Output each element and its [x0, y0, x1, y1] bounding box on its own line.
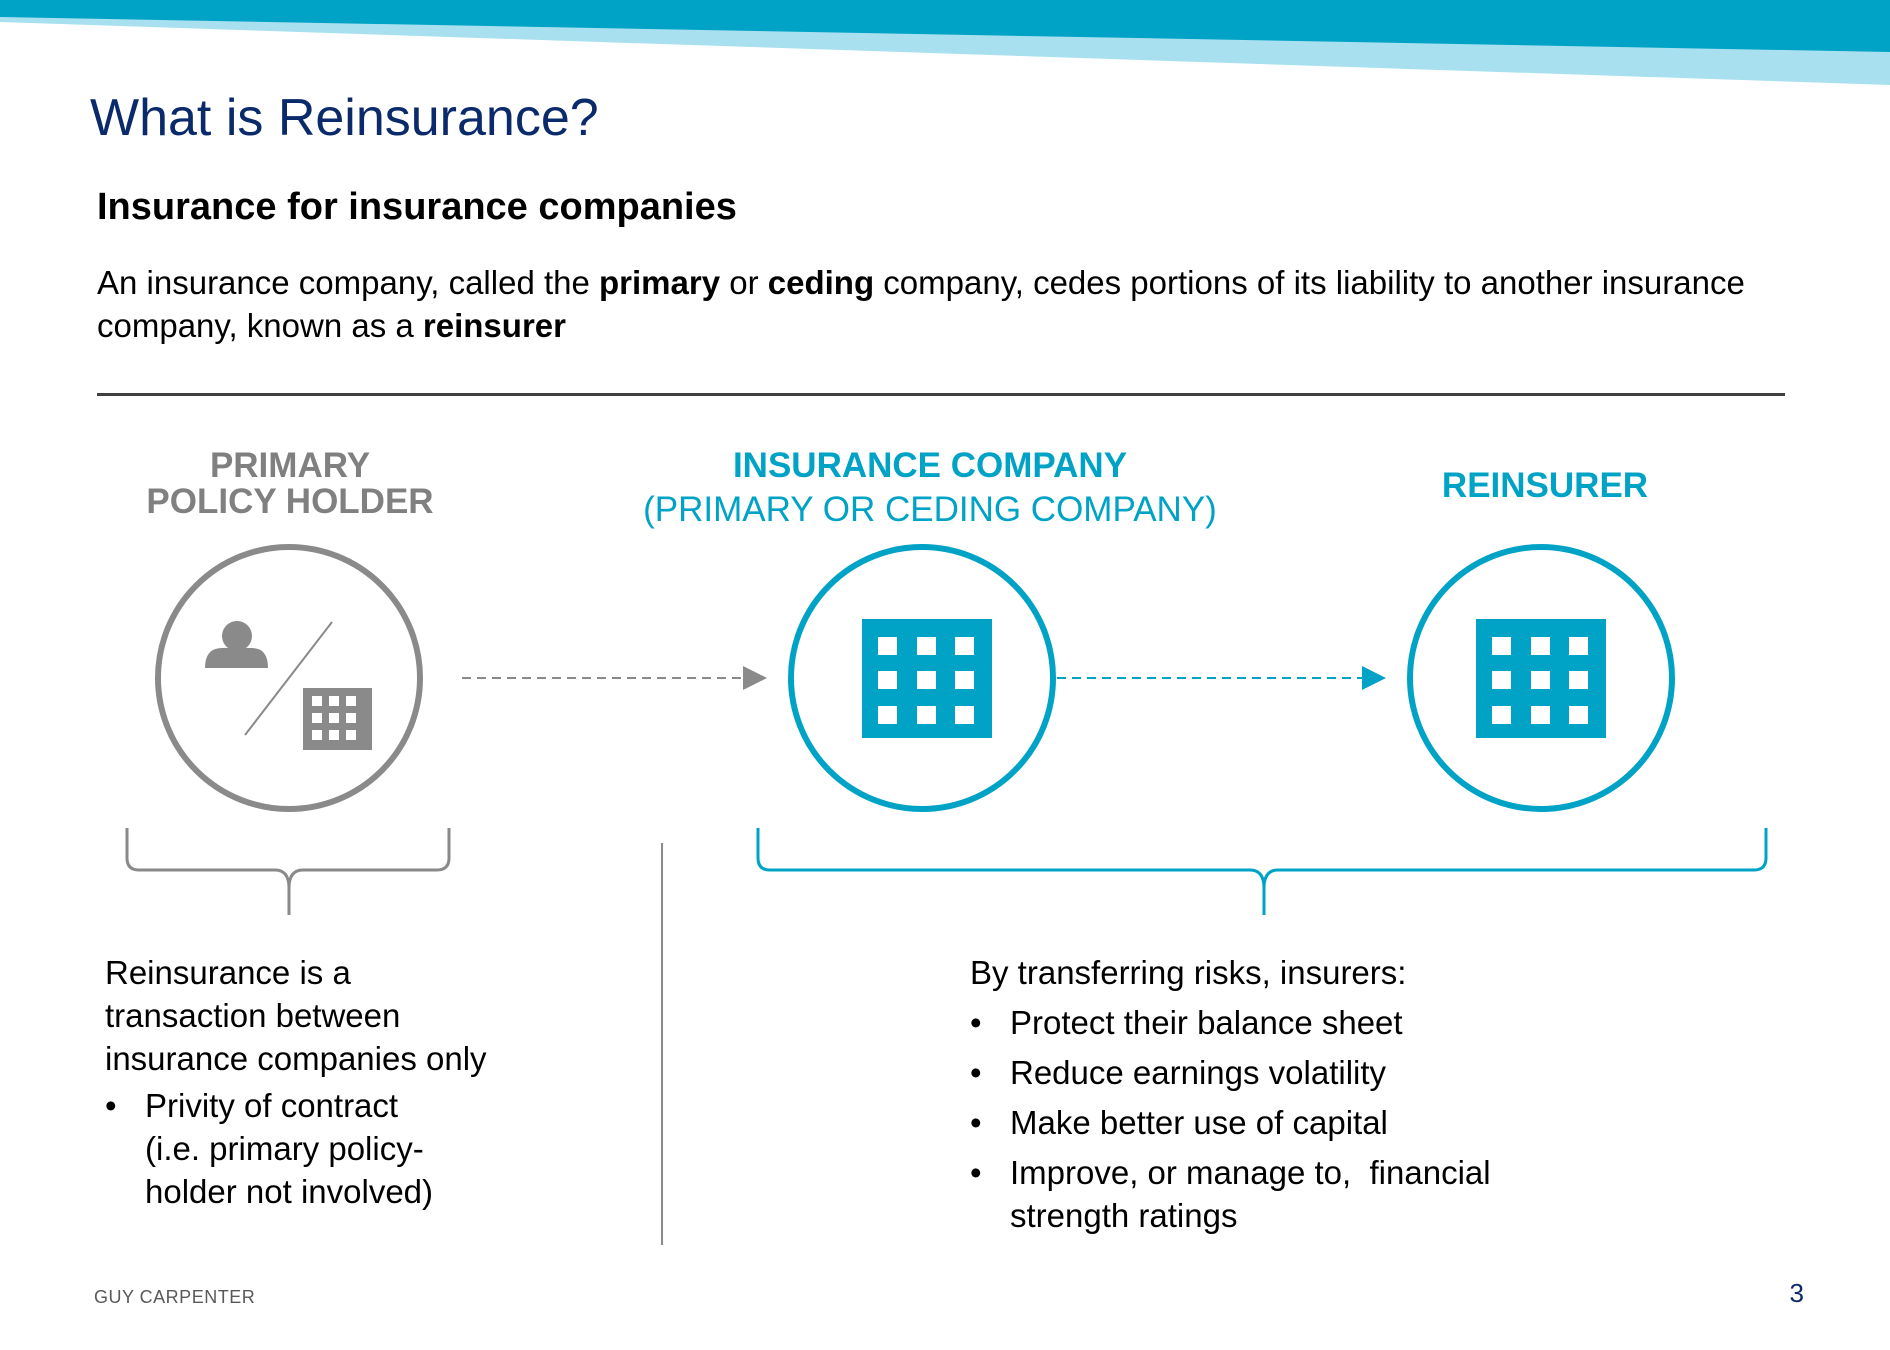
intro-text-2: or	[720, 264, 768, 301]
left-bullet-list: Privity of contract (i.e. primary policy…	[105, 1084, 565, 1213]
page-number: 3	[1789, 1278, 1804, 1308]
bullet-line: holder not involved)	[145, 1173, 434, 1210]
bullet-line: Make better use of capital	[1010, 1104, 1388, 1141]
page-title: What is Reinsurance?	[90, 89, 599, 147]
left-panel-line-1: Reinsurance is a	[105, 954, 351, 991]
intro-bold-reinsurer: reinsurer	[422, 307, 566, 344]
bullet-line: strength ratings	[1010, 1197, 1238, 1234]
header-band-dark	[0, 0, 1890, 52]
horizontal-divider	[97, 393, 1785, 396]
building-icon	[1476, 619, 1606, 738]
footer-brand: GUY CARPENTER	[94, 1287, 256, 1307]
header-band	[0, 0, 1890, 85]
bullet-line: (i.e. primary policy-	[145, 1130, 424, 1167]
left-panel-line-3: insurance companies only	[105, 1040, 487, 1077]
slash-divider	[244, 621, 333, 736]
reinsurer-label: REINSURER	[1441, 466, 1649, 505]
intro-paragraph: An insurance company, called the primary…	[97, 261, 1817, 347]
list-item: Improve, or manage to, financial strengt…	[970, 1151, 1670, 1237]
list-item: Privity of contract (i.e. primary policy…	[105, 1084, 565, 1213]
bullet-line: Reduce earnings volatility	[1010, 1054, 1387, 1091]
policy-holder-label: PRIMARY POLICY HOLDER	[90, 448, 490, 520]
building-icon	[862, 619, 992, 738]
bullet-line: Improve, or manage to, financial	[1010, 1154, 1491, 1191]
policy-holder-label-line1: PRIMARY	[209, 446, 371, 485]
building-icon-gray	[303, 688, 372, 750]
bullet-line: Protect their balance sheet	[1010, 1004, 1403, 1041]
brace-icon	[125, 828, 451, 915]
policy-holder-label-line2: POLICY HOLDER	[146, 482, 434, 521]
insurance-company-node	[788, 544, 1056, 812]
page-subtitle: Insurance for insurance companies	[97, 186, 737, 228]
left-panel: Reinsurance is a transaction between ins…	[105, 951, 565, 1213]
brace-icon	[756, 828, 1768, 915]
intro-text-1: An insurance company, called the	[97, 264, 600, 301]
intro-bold-primary: primary	[599, 264, 721, 301]
list-item: Reduce earnings volatility	[970, 1051, 1670, 1094]
right-bullet-list: Protect their balance sheet Reduce earni…	[970, 1001, 1670, 1237]
intro-text-3: company, cedes portions of its liability…	[97, 264, 1745, 344]
bullet-line: Privity of contract	[145, 1087, 399, 1124]
reinsurer-circle	[1407, 544, 1675, 812]
arrow-right-icon	[462, 666, 767, 690]
policy-holder-circle	[155, 544, 423, 812]
intro-bold-ceding: ceding	[767, 264, 875, 301]
list-item: Make better use of capital	[970, 1101, 1670, 1144]
insurance-company-sublabel: (PRIMARY OR CEDING COMPANY)	[643, 490, 1217, 529]
right-panel-intro: By transferring risks, insurers:	[970, 954, 1407, 991]
reinsurer-node	[1407, 544, 1675, 812]
arrow-right-icon	[1057, 666, 1386, 690]
policy-holder-node	[155, 544, 423, 812]
person-icon	[205, 621, 268, 668]
right-panel: By transferring risks, insurers: Protect…	[970, 951, 1670, 1237]
list-item: Protect their balance sheet	[970, 1001, 1670, 1044]
insurance-company-circle	[788, 544, 1056, 812]
insurance-company-label: INSURANCE COMPANY	[732, 446, 1128, 485]
left-panel-line-2: transaction between	[105, 997, 401, 1034]
